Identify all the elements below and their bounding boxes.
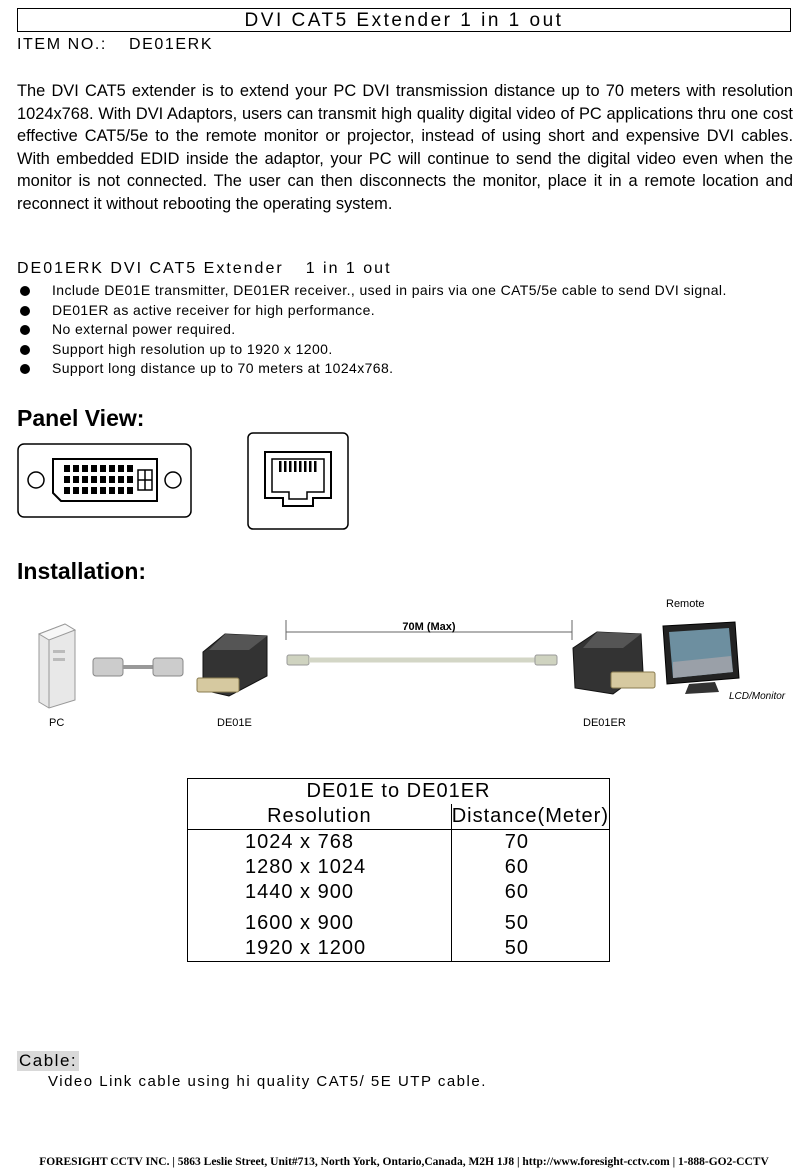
distance-cell: 70 [450,829,611,855]
rj45-pin [299,461,302,472]
cable-label: Cable: [17,1051,80,1071]
table-row: 1440 x 900 60 [187,880,611,905]
cat5-cable-icon [286,654,558,666]
dvi-pin [82,476,88,483]
distance-label: 70M (Max) [402,621,456,633]
spec-list: Include DE01E transmitter, DE01ER receiv… [17,281,727,379]
dvi-pin [109,465,115,472]
resolution-cell: 1024 x 768 [187,829,452,855]
dvi-pin [100,465,106,472]
page-title: DVI CAT5 Extender 1 in 1 out [244,10,564,31]
distance-cell: 50 [450,936,611,962]
list-item: DE01ER as active receiver for high perfo… [17,301,727,321]
rj45-pin [279,461,282,472]
list-item: Support high resolution up to 1920 x 120… [17,340,727,360]
dvi-pin [64,487,70,494]
resolution-cell: 1600 x 900 [187,905,452,936]
column-header-distance: Distance(Meter) [450,804,611,830]
dvi-pin [109,487,115,494]
rj45-pin [289,461,292,472]
bullet-icon [20,325,30,336]
dvi-pin [118,476,124,483]
spec-text: Include DE01E transmitter, DE01ER receiv… [52,282,727,298]
bullet-icon [20,286,30,296]
dvi-pin [100,476,106,483]
spec-text: No external power required. [52,321,236,338]
panel-view-heading: Panel View: [17,405,145,431]
spec-text: Support long distance up to 70 meters at… [52,360,394,377]
dvi-pin [82,487,88,494]
dvi-pin [91,465,97,472]
item-number: ITEM NO.: DE01ERK [17,36,213,54]
dvi-pin [127,465,133,472]
dvi-pin [118,465,124,472]
bullet-icon [20,305,30,316]
rj45-pin [314,461,317,472]
list-item: Support long distance up to 70 meters at… [17,359,727,379]
installation-heading: Installation: [17,558,147,584]
list-item: Include DE01E transmitter, DE01ER receiv… [17,281,727,301]
pc-label: PC [49,717,64,729]
rj45-pin [304,461,307,472]
remote-label: Remote [666,598,705,610]
table-row: 1600 x 900 50 [187,905,611,936]
rj45-pin [294,461,297,472]
column-header-resolution: Resolution [187,804,452,830]
dvi-pin [118,487,124,494]
title-box: DVI CAT5 Extender 1 in 1 out [17,8,791,32]
table-row: 1920 x 1200 50 [187,936,611,962]
table-row: 1280 x 1024 60 [187,855,611,880]
item-number-value: DE01ERK [128,36,214,53]
resolution-cell: 1440 x 900 [187,880,452,905]
dvi-pin [91,476,97,483]
table-title: DE01E to DE01ER [187,778,610,804]
dvi-pin [91,487,97,494]
bullet-icon [20,364,30,375]
resolution-cell: 1920 x 1200 [187,936,452,962]
receiver-label: DE01ER [583,717,626,729]
rj45-port-icon [247,432,349,530]
list-item: No external power required. [17,320,727,340]
dvi-pin [64,465,70,472]
rj45-pin [309,461,312,472]
dvi-port-icon [17,443,192,518]
spec-text: Support high resolution up to 1920 x 120… [52,340,333,357]
dvi-cable-icon [92,657,184,677]
resolution-table: DE01E to DE01ER Resolution Distance(Mete… [187,778,611,962]
dvi-pin [127,487,133,494]
distance-cell: 50 [450,905,611,936]
monitor-label: LCD/Monitor [729,691,786,702]
monitor-icon [662,621,740,694]
intro-paragraph: The DVI CAT5 extender is to extend your … [17,82,793,213]
spec-heading-model: DE01ERK DVI CAT5 Extender [17,260,284,277]
receiver-icon [572,631,656,695]
bullet-icon [20,344,30,355]
dvi-pin [73,465,79,472]
dvi-pin [82,465,88,472]
pc-icon [37,623,77,709]
installation-diagram: PC DE01E 70M (Max) DE01ER Remote LC [37,598,786,729]
dvi-pin [64,476,70,483]
dvi-pin [100,487,106,494]
spec-text: DE01ER as active receiver for high perfo… [52,301,376,318]
dvi-pin [109,476,115,483]
dvi-pin [73,487,79,494]
dvi-pin [73,476,79,483]
dvi-pin [127,476,133,483]
cable-description: Video Link cable using hi quality CAT5/ … [48,1073,487,1090]
footer: FORESIGHT CCTV INC. | 5863 Leslie Street… [39,1156,769,1168]
distance-marker [285,620,573,640]
resolution-cell: 1280 x 1024 [187,855,452,880]
transmitter-icon [196,633,268,697]
transmitter-label: DE01E [217,717,252,729]
table-row: 1024 x 768 70 [187,829,611,855]
distance-cell: 60 [450,880,611,905]
spec-heading: DE01ERK DVI CAT5 Extender 1 in 1 out [17,260,392,278]
spec-heading-config: 1 in 1 out [305,260,392,277]
item-number-label: ITEM NO.: [17,36,107,53]
distance-cell: 60 [450,855,611,880]
rj45-pin [284,461,287,472]
